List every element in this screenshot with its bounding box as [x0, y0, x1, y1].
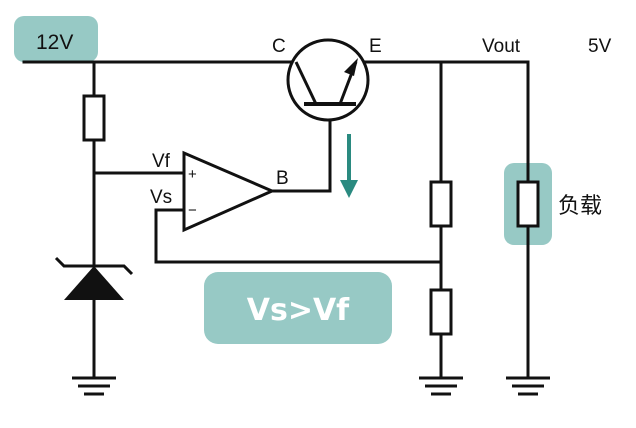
- load-label: 负载: [558, 193, 602, 218]
- supply-highlight: [14, 16, 98, 62]
- load-resistor: [516, 180, 540, 228]
- condition-text: Vs>Vf: [247, 293, 350, 328]
- supply-label: 12V: [36, 31, 73, 54]
- collector-label: C: [272, 36, 286, 57]
- plus-sign: +: [188, 166, 197, 183]
- op-amp: [182, 150, 276, 233]
- emitter-label: E: [369, 36, 382, 57]
- ground-icon: [72, 376, 116, 396]
- current-arrow-icon: [340, 134, 358, 198]
- minus-sign: −: [188, 202, 197, 219]
- ground-icon: [506, 376, 550, 396]
- vf-label: Vf: [152, 151, 171, 172]
- resistor-r2: [429, 180, 453, 228]
- zener-diode: [54, 256, 134, 300]
- output-voltage-label: 5V: [588, 36, 612, 57]
- transistor: [286, 38, 370, 122]
- base-label: B: [276, 168, 289, 189]
- resistor-r1: [82, 94, 106, 142]
- resistor-r3: [429, 288, 453, 336]
- wires: [22, 60, 530, 380]
- vs-label: Vs: [150, 187, 172, 208]
- vout-label: Vout: [482, 36, 521, 57]
- ground-icon: [419, 376, 463, 396]
- condition-banner: [204, 272, 392, 344]
